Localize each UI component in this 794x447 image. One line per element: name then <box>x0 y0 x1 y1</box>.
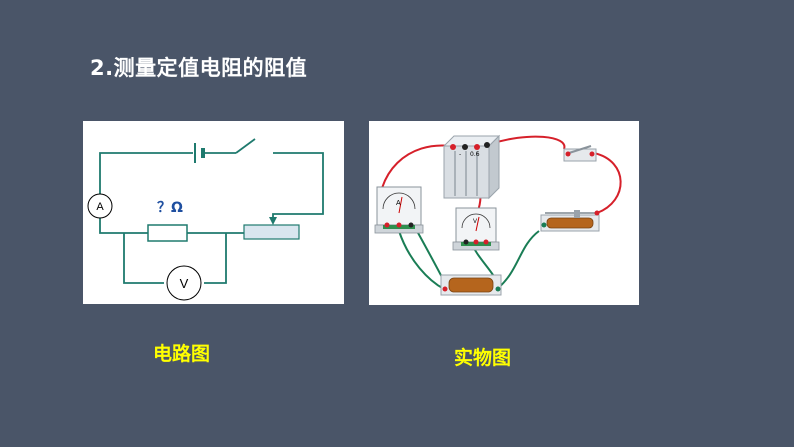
wire-voltmeter-right <box>204 233 227 284</box>
knife-switch <box>563 145 597 162</box>
ammeter-device-label: A <box>396 200 401 207</box>
caption-circuit-diagram: 电路图 <box>153 343 211 365</box>
voltmeter-device: V <box>452 207 500 251</box>
physical-setup-illustration: - 0.6 A V <box>374 134 622 296</box>
wire-voltmeter-left <box>123 233 164 284</box>
rheostat <box>243 224 300 240</box>
green-wire-ammeter-resistor <box>398 230 445 290</box>
rheostat-slider-arrow <box>269 217 277 225</box>
physical-setup-photo: - 0.6 A V <box>369 121 639 305</box>
green-wire-resistor-rheostat <box>496 230 540 290</box>
wire-right <box>272 152 324 221</box>
ammeter-symbol <box>87 193 113 219</box>
battery-terminal-label-a: - <box>459 151 461 158</box>
battery-terminal-label-b: 0.6 <box>470 151 480 158</box>
red-wire-switch-rheostat <box>593 152 622 214</box>
slide-title: 2.测量定值电阻的阻值 <box>90 56 308 80</box>
ammeter-device: A <box>374 186 424 234</box>
voltmeter-device-label: V <box>473 219 477 225</box>
circuit-diagram: A ？Ω V <box>87 138 324 301</box>
wire-left-bottom <box>99 218 148 234</box>
circuit-diagram-panel: A ？Ω V <box>83 121 344 304</box>
rheostat-device <box>540 210 600 232</box>
caption-physical-photo: 实物图 <box>454 347 512 369</box>
resistor-unknown-label: ？Ω <box>157 200 183 216</box>
fixed-resistor-device <box>440 274 502 296</box>
battery-box: - 0.6 <box>442 134 501 200</box>
fixed-resistor <box>147 224 188 242</box>
wire-top-left <box>99 152 193 194</box>
switch-blade <box>235 138 256 154</box>
ammeter-label: A <box>96 201 104 213</box>
voltmeter-symbol <box>166 265 202 301</box>
voltmeter-label: V <box>180 276 189 291</box>
